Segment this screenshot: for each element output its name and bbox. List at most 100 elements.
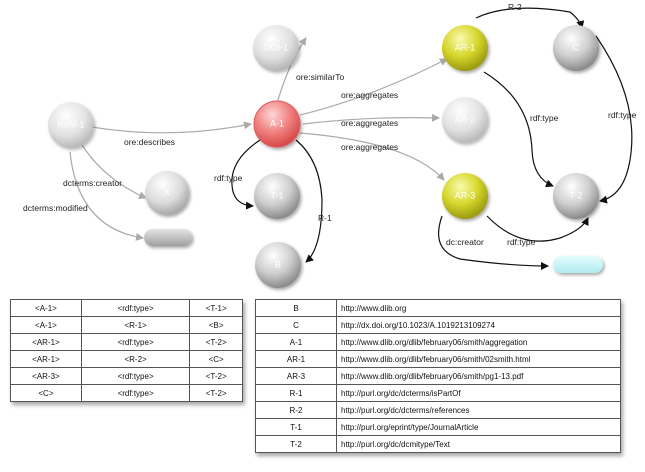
node-blank-cyan[interactable]: [553, 256, 603, 273]
node-ar3[interactable]: AR-3: [442, 173, 488, 219]
label-rdftype-a1: rdf:type: [214, 173, 243, 183]
edge-describes: [91, 121, 252, 134]
table-row: <A-1><rdf:type><T-1>: [10, 299, 243, 317]
label-r1: R-1: [318, 213, 332, 223]
label-rdftype-ar1: rdf:type: [530, 113, 559, 123]
label-r2: R-2: [508, 2, 522, 12]
label-aggregates-2: ore:aggregates: [341, 118, 398, 128]
table-cell: <T-2>: [189, 384, 243, 402]
table-cell: B: [255, 299, 337, 317]
svg-text:AR-1: AR-1: [455, 42, 476, 52]
edge-rdftype-ar3: [486, 215, 589, 242]
edge-similar-to: [275, 37, 307, 108]
table-cell: <C>: [189, 350, 243, 368]
svg-text:B: B: [275, 259, 281, 269]
node-a1[interactable]: A-1: [253, 100, 301, 148]
node-c[interactable]: C: [553, 25, 599, 71]
gray-edges: [69, 37, 448, 241]
table-cell: http://purl.org/dc/dcterms/references: [336, 401, 621, 419]
table-cell: R-2: [255, 401, 337, 419]
label-describes: ore:describes: [124, 137, 175, 147]
edge-dcterms-modified: [69, 151, 144, 241]
table-cell: C: [255, 316, 337, 334]
table-row: <AR-1><R-2><C>: [10, 350, 243, 368]
label-similar-to: ore:similarTo: [296, 72, 344, 82]
black-edges: [231, 7, 633, 270]
table-cell: <T-2>: [189, 367, 243, 385]
table-cell: <rdf:type>: [80, 333, 191, 351]
table-cell: <rdf:type>: [80, 299, 191, 317]
node-x[interactable]: X: [145, 171, 189, 215]
svg-text:C: C: [573, 42, 580, 52]
svg-text:AR-2: AR-2: [455, 114, 476, 124]
edge-rdftype-ar1: [483, 71, 554, 188]
node-t2[interactable]: T-2: [553, 173, 599, 219]
table-cell: <C>: [10, 384, 82, 402]
label-rdftype-ar3: rdf:type: [507, 237, 536, 247]
table-cell: http://www.dlib.org/dlib/february06/smit…: [336, 350, 621, 368]
table-cell: AR-3: [255, 367, 337, 385]
svg-text:DOI-1: DOI-1: [264, 42, 288, 52]
label-dcterms-creator: dcterms:creator: [63, 178, 122, 188]
node-b[interactable]: B: [255, 242, 301, 288]
table-cell: http://www.dlib.org/dlib/february06/smit…: [336, 367, 621, 385]
edge-dcterms-creator: [81, 144, 147, 199]
label-dcterms-modified: dcterms:modified: [23, 203, 88, 213]
edge-r1: [295, 139, 323, 263]
label-rdftype-c: rdf:type: [608, 110, 637, 120]
table-cell: T-2: [255, 435, 337, 453]
svg-text:T-2: T-2: [569, 190, 582, 200]
table-cell: <T-2>: [189, 333, 243, 351]
table-cell: T-1: [255, 418, 337, 436]
edge-aggregates-2: [302, 113, 440, 125]
table-cell: R-1: [255, 384, 337, 402]
node-doi1[interactable]: DOI-1: [253, 25, 299, 71]
table-cell: http://dx.doi.org/10.1023/A.101921310927…: [336, 316, 621, 334]
triples-table-body: <A-1><rdf:type><T-1><A-1><R-1><B><AR-1><…: [10, 299, 243, 402]
table-row: <A-1><R-1><B>: [10, 316, 243, 334]
edge-aggregates-3: [299, 132, 445, 181]
node-rem1[interactable]: ReM-1: [48, 102, 94, 148]
rdf-graph: R-2 ore:similarTo ore:aggregates ore:agg…: [23, 2, 637, 288]
triples-table: <A-1><rdf:type><T-1><A-1><R-1><B><AR-1><…: [10, 299, 243, 402]
table-cell: http://www.dlib.org/dlib/february06/smit…: [336, 333, 621, 351]
label-aggregates-1: ore:aggregates: [341, 90, 398, 100]
table-cell: http://purl.org/eprint/type/JournalArtic…: [336, 418, 621, 436]
node-t1[interactable]: T-1: [254, 173, 300, 219]
table-cell: <rdf:type>: [80, 367, 191, 385]
table-cell: <R-1>: [80, 316, 191, 334]
table-row: <C><rdf:type><T-2>: [10, 384, 243, 402]
table-cell: <B>: [189, 316, 243, 334]
table-cell: <A-1>: [10, 316, 82, 334]
svg-text:X: X: [164, 187, 170, 197]
edge-r2: [475, 7, 585, 29]
edge-rdftype-c: [595, 35, 633, 204]
edge-aggregates-1: [299, 58, 448, 116]
svg-text:T-1: T-1: [270, 190, 283, 200]
table-cell: http://www.dlib.org: [336, 299, 621, 317]
table-cell: <AR-1>: [10, 333, 82, 351]
table-row: <AR-3><rdf:type><T-2>: [10, 367, 243, 385]
node-ar1[interactable]: AR-1: [442, 25, 488, 71]
label-dc-creator: dc:creator: [446, 237, 484, 247]
svg-text:ReM-1: ReM-1: [57, 119, 84, 129]
table-cell: <R-2>: [80, 350, 191, 368]
edge-dc-creator: [438, 215, 549, 270]
node-ar2[interactable]: AR-2: [442, 97, 488, 143]
table-cell: <AR-1>: [10, 350, 82, 368]
label-aggregates-3: ore:aggregates: [341, 142, 398, 152]
nodes: DOI-1 AR-1 C ReM-1 A-1 AR-2 X T-1: [48, 25, 603, 288]
node-blank-gray[interactable]: [144, 229, 192, 246]
edge-rdftype-a1: [231, 139, 261, 210]
svg-text:AR-3: AR-3: [455, 190, 476, 200]
table-cell: A-1: [255, 333, 337, 351]
